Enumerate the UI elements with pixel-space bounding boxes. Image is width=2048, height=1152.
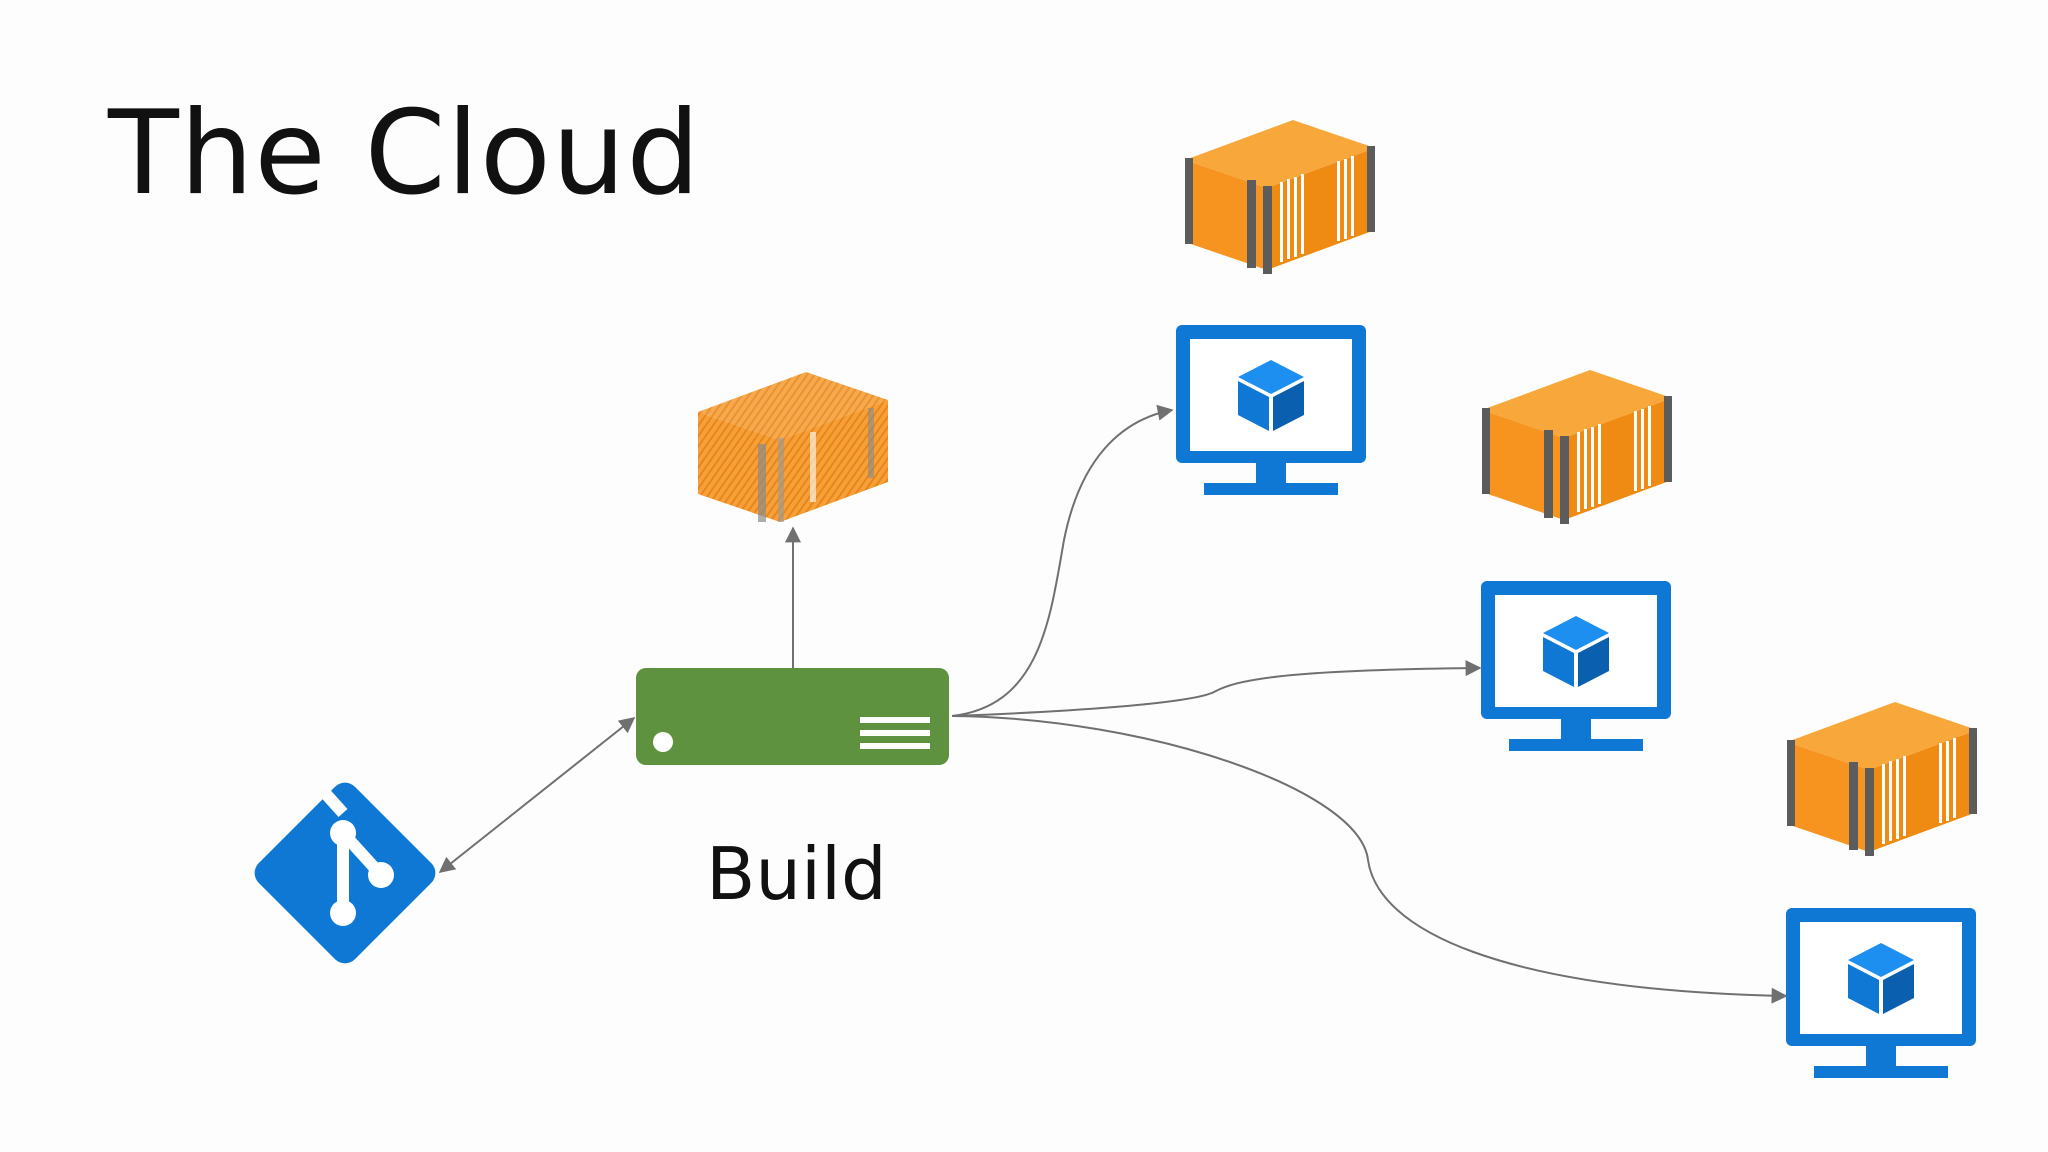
edge-build-vm1 [951,404,1174,717]
container-1 [1185,120,1375,274]
vm-1 [1176,325,1366,495]
edge-build-vm3 [951,715,1788,1004]
vm-2 [1481,581,1671,751]
vm-3 [1786,908,1976,1078]
build-artifact-container-sketch [698,372,888,522]
edge-git-build [438,717,636,873]
container-3 [1787,702,1977,856]
build-server [636,668,949,765]
git-repo-icon [254,782,436,964]
build-label: Build [706,832,887,916]
edge-build-vm2 [951,660,1482,717]
container-2 [1482,370,1672,524]
slide-title: The Cloud [108,86,701,221]
